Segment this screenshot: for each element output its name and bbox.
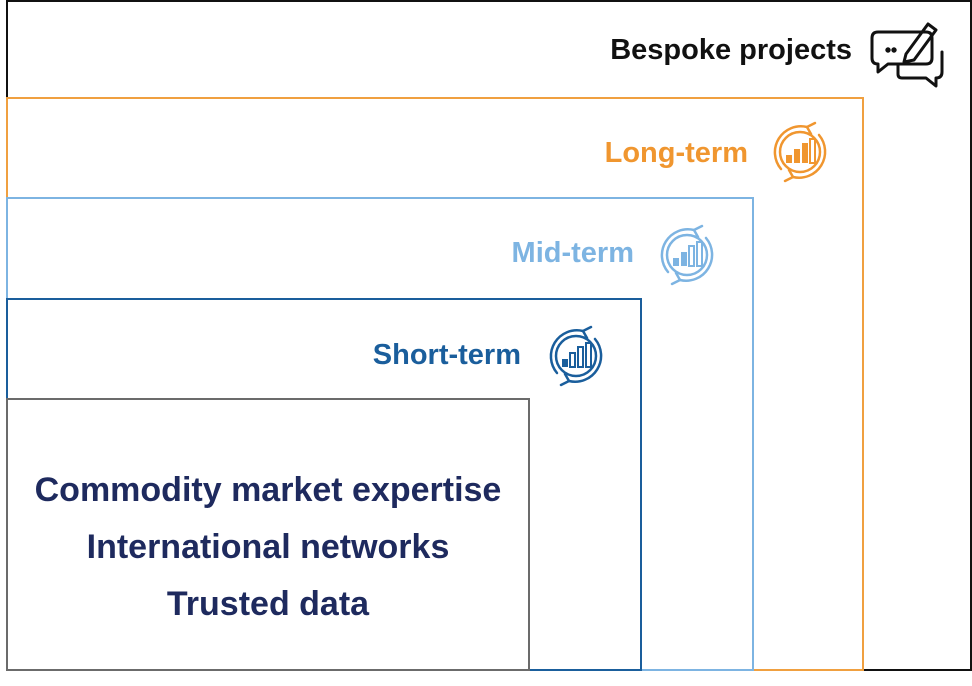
cycle-bar-chart-icon: [660, 224, 714, 286]
core-capability-item: International networks: [86, 528, 450, 566]
tier-label-mid-term: Mid-term: [511, 237, 634, 269]
chat-edit-icon: [870, 22, 944, 88]
core-box: [6, 398, 530, 671]
cycle-bar-chart-icon: [549, 325, 603, 387]
core-capabilities-list: Commodity market expertise International…: [6, 462, 530, 633]
core-capability-item: Commodity market expertise: [34, 471, 502, 509]
core-capability-item: Trusted data: [166, 585, 370, 623]
cycle-bar-chart-icon: [773, 121, 827, 183]
tier-label-long-term: Long-term: [604, 137, 748, 169]
tier-label-short-term: Short-term: [372, 339, 521, 371]
tier-label-bespoke: Bespoke projects: [610, 34, 852, 66]
